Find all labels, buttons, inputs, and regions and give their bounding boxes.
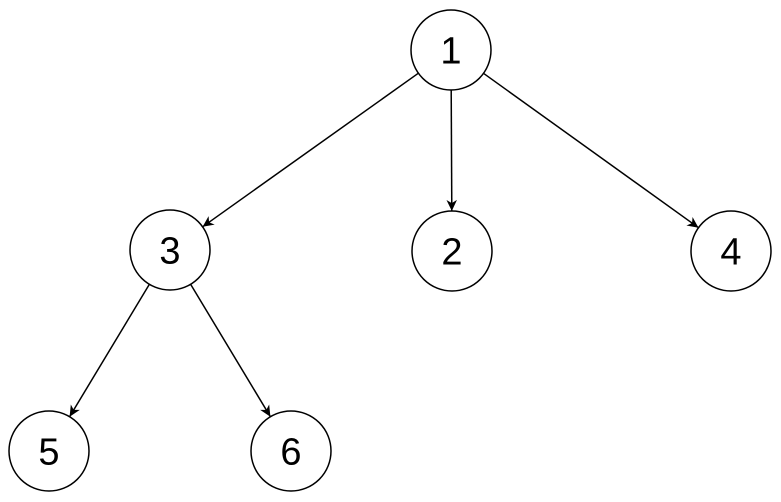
tree-node-circle-6 — [250, 410, 332, 492]
tree-node-circle-2 — [411, 210, 493, 292]
tree-edge-1-2 — [446, 89, 457, 212]
tree-node-1: 1 — [410, 9, 492, 91]
tree-node-4: 4 — [690, 210, 772, 292]
tree-node-label-4: 4 — [720, 231, 741, 273]
tree-node-label-6: 6 — [280, 431, 301, 473]
tree-edge-3-6 — [189, 283, 272, 418]
tree-node-circle-5 — [8, 410, 90, 492]
tree-node-circle-4 — [690, 210, 772, 292]
tree-node-3: 3 — [129, 209, 211, 291]
tree-edge-1-4 — [483, 72, 699, 229]
nodes-layer: 1 3 2 4 5 6 — [8, 9, 772, 492]
tree-node-2: 2 — [411, 210, 493, 292]
tree-node-label-1: 1 — [440, 30, 461, 72]
tree-edge-3-5 — [68, 283, 151, 418]
tree-node-6: 6 — [250, 410, 332, 492]
edges-layer — [68, 72, 699, 418]
tree-node-5: 5 — [8, 410, 90, 492]
tree-node-circle-3 — [129, 209, 211, 291]
tree-edge-1-3 — [202, 72, 419, 228]
tree-node-label-2: 2 — [441, 231, 462, 273]
tree-node-circle-1 — [410, 9, 492, 91]
tree-node-label-3: 3 — [159, 230, 180, 272]
tree-node-label-5: 5 — [38, 431, 59, 473]
